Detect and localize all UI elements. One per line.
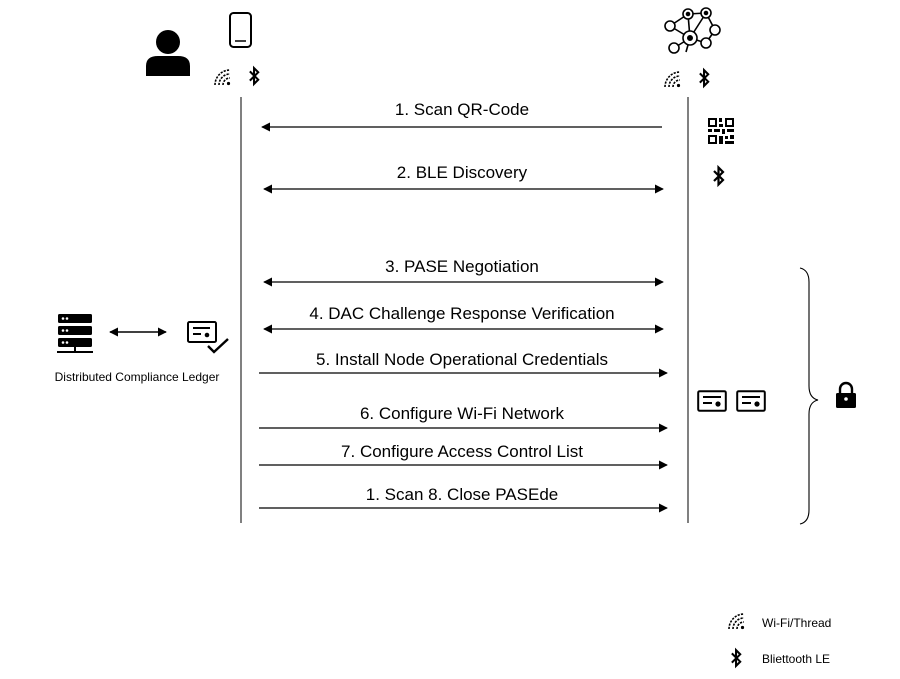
bluetooth-icon (730, 649, 742, 667)
bluetooth-icon (698, 69, 710, 87)
message-arrows (259, 122, 668, 513)
step-label: 1. Scan 8. Close PASEde (366, 485, 558, 504)
step-label: 1. Scan QR-Code (395, 100, 529, 119)
wifi-thread-icon (664, 71, 681, 88)
network-device-icon (664, 7, 721, 54)
ledger-label: Distributed Compliance Ledger (55, 370, 220, 384)
user-icon (146, 30, 190, 76)
bluetooth-icon (248, 67, 260, 85)
legend-ble-label: Bliettooth LE (762, 652, 830, 666)
qr-code-icon (708, 118, 734, 144)
legend-wifi-label: Wi-Fi/Thread (762, 616, 831, 630)
step-label: 4. DAC Challenge Response Verification (309, 304, 614, 323)
step-label: 3. PASE Negotiation (385, 257, 539, 276)
wifi-thread-icon (728, 613, 745, 630)
certificate-icon (736, 390, 766, 412)
verified-certificate-icon (187, 321, 229, 354)
smartphone-icon (229, 12, 252, 48)
lock-icon (836, 381, 856, 408)
bluetooth-icon (712, 166, 725, 186)
step-label: 5. Install Node Operational Credentials (316, 350, 608, 369)
step-label: 7. Configure Access Control List (341, 442, 583, 461)
step-label: 6. Configure Wi-Fi Network (360, 404, 565, 423)
step-label: 2. BLE Discovery (397, 163, 528, 182)
wifi-thread-icon (214, 69, 231, 86)
secure-session-brace (799, 267, 819, 525)
server-stack-icon (57, 314, 93, 353)
certificate-icon (697, 390, 727, 412)
